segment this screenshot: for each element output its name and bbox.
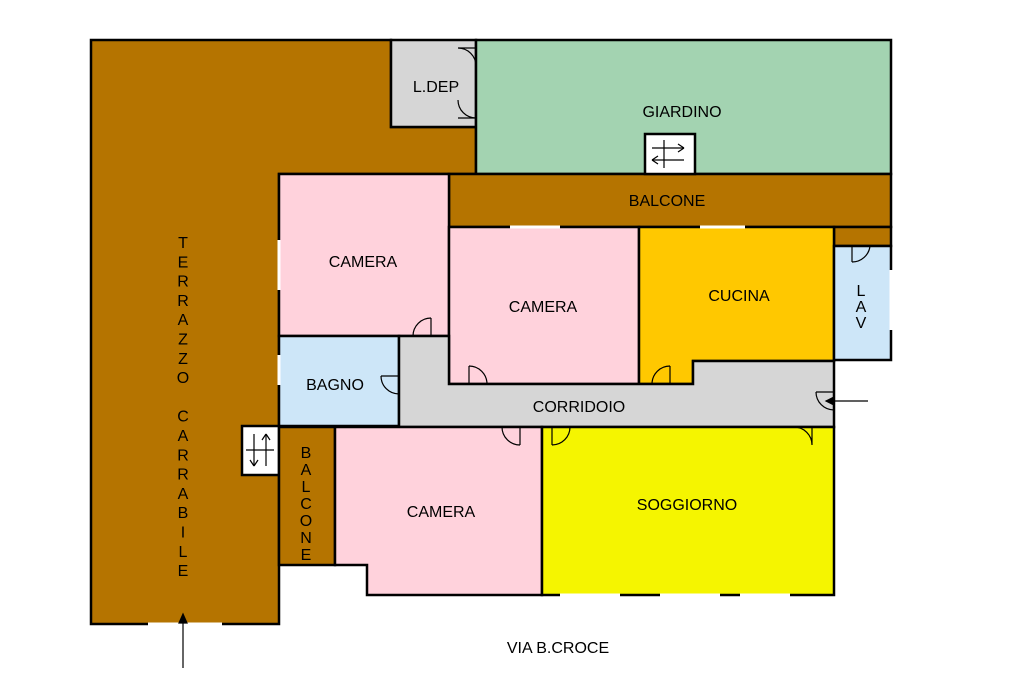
lav-room xyxy=(832,244,893,362)
label-corridoio: CORRIDOIO xyxy=(533,399,625,416)
door-swings xyxy=(380,47,871,446)
driveway-arrow-icon xyxy=(178,612,188,668)
label-balcone-top: BALCONE xyxy=(629,193,705,210)
label-camera-2: CAMERA xyxy=(509,299,578,316)
label-ldep: L.DEP xyxy=(413,79,459,96)
balcone-side-area xyxy=(277,425,337,567)
entrance-arrow-icon xyxy=(824,396,868,406)
label-street: VIA B.CROCE xyxy=(507,640,609,657)
label-camera-1: CAMERA xyxy=(329,254,398,271)
label-giardino: GIARDINO xyxy=(642,104,721,121)
balcone-top-extension xyxy=(832,225,893,248)
soggiorno-room xyxy=(540,425,836,597)
stair-arrows-icon xyxy=(246,140,685,467)
label-camera-3: CAMERA xyxy=(407,504,476,521)
label-soggiorno: SOGGIORNO xyxy=(637,497,737,514)
stair-landing-top xyxy=(643,132,697,176)
label-cucina: CUCINA xyxy=(708,288,770,305)
window-openings xyxy=(148,225,893,626)
label-bagno: BAGNO xyxy=(306,377,364,394)
